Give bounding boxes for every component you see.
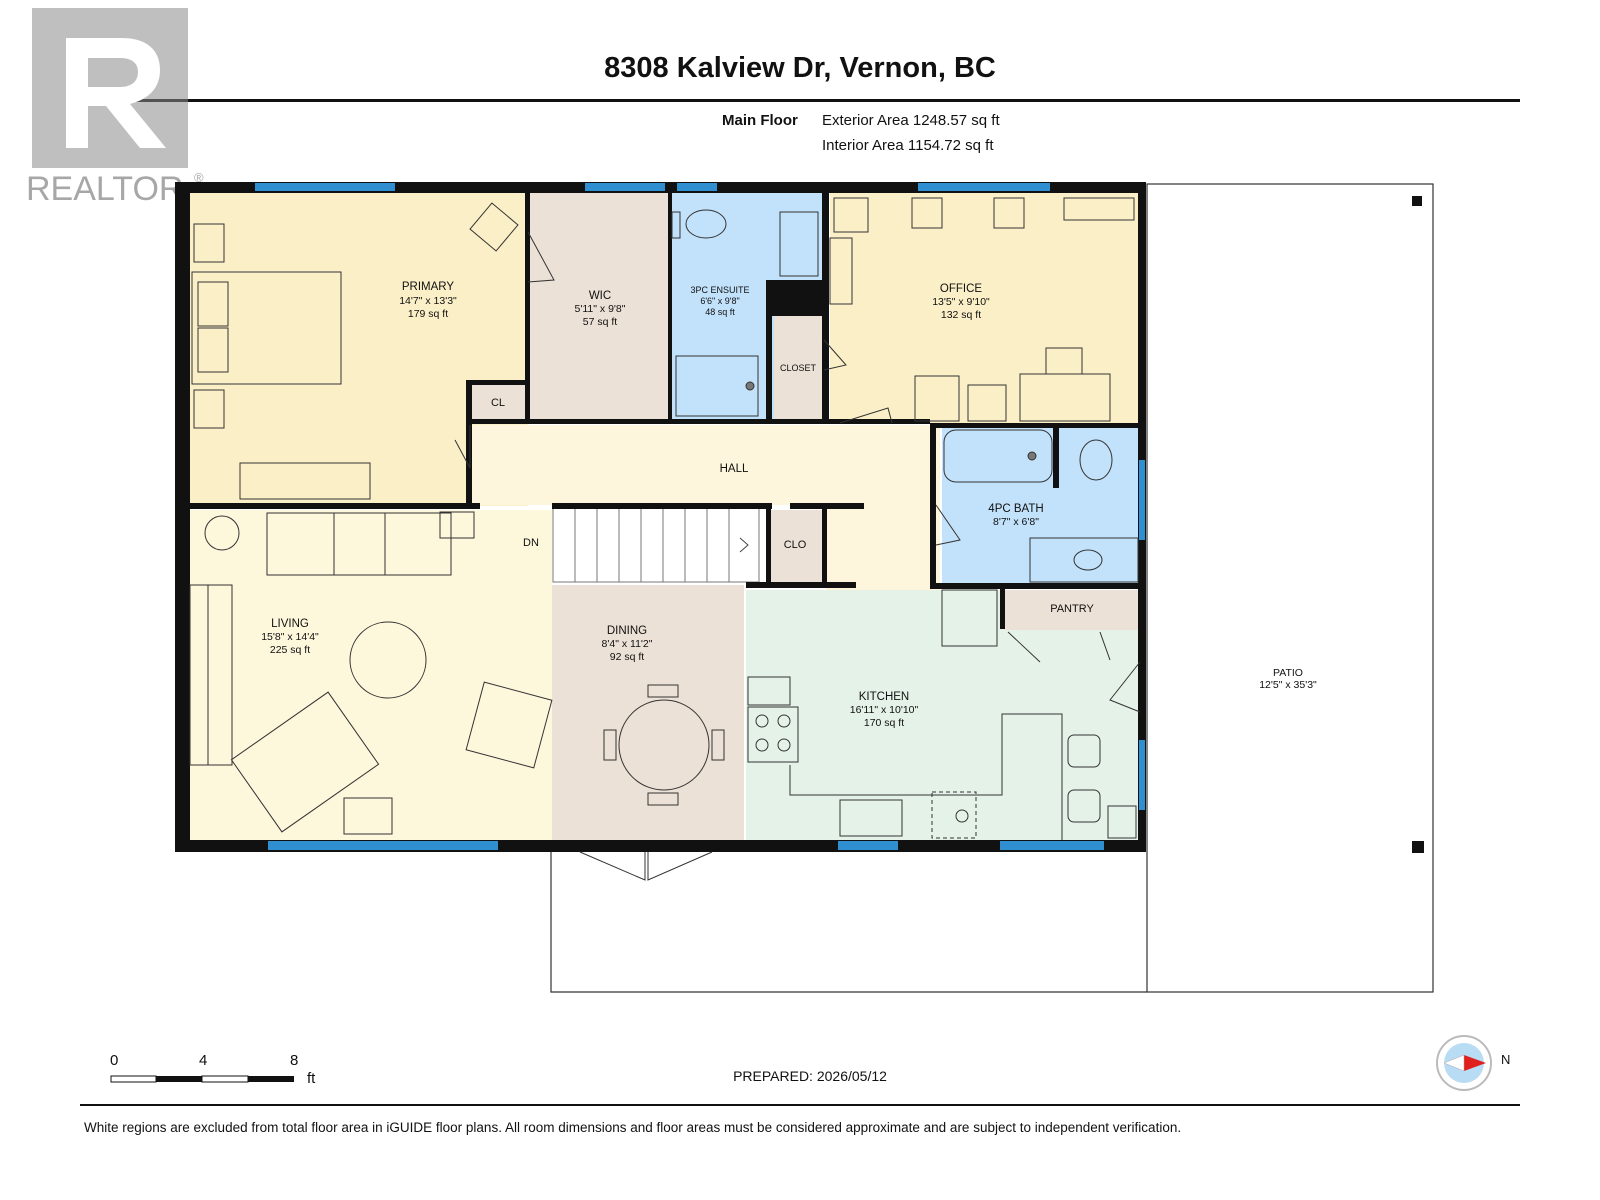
svg-text:132 sq ft: 132 sq ft bbox=[941, 309, 981, 321]
scale-bar bbox=[110, 1075, 294, 1083]
scale-tick-8: 8 bbox=[290, 1052, 299, 1069]
interior-area: Interior Area 1154.72 sq ft bbox=[822, 137, 994, 154]
hall-floor bbox=[472, 425, 940, 505]
footer-divider bbox=[80, 1104, 1520, 1106]
scale-tick-0: 0 bbox=[110, 1052, 119, 1069]
patio-area bbox=[550, 183, 1434, 993]
svg-text:PATIO: PATIO bbox=[1273, 667, 1303, 679]
room-cl-label: CL bbox=[491, 397, 505, 409]
svg-text:12'5" x 35'3": 12'5" x 35'3" bbox=[1259, 679, 1317, 691]
svg-text:16'11" x 10'10": 16'11" x 10'10" bbox=[850, 704, 919, 716]
svg-text:170 sq ft: 170 sq ft bbox=[864, 717, 904, 729]
office-furniture bbox=[829, 197, 1135, 422]
svg-text:179 sq ft: 179 sq ft bbox=[408, 308, 448, 320]
svg-text:6'6" x 9'8": 6'6" x 9'8" bbox=[700, 296, 739, 306]
svg-text:15'8" x 14'4": 15'8" x 14'4" bbox=[261, 631, 319, 643]
svg-text:LIVING: LIVING bbox=[271, 618, 309, 630]
svg-text:225 sq ft: 225 sq ft bbox=[270, 644, 310, 656]
compass-icon bbox=[1436, 1035, 1492, 1091]
room-ensuite-label: 3PC ENSUITE 6'6" x 9'8" 48 sq ft bbox=[690, 285, 749, 317]
hall-floor-2 bbox=[826, 505, 940, 590]
page-title: 8308 Kalview Dr, Vernon, BC bbox=[604, 52, 996, 84]
room-clo-label: CLO bbox=[784, 539, 807, 551]
kitchen-furniture bbox=[747, 589, 1137, 840]
living-floor bbox=[190, 510, 552, 840]
svg-text:4PC BATH: 4PC BATH bbox=[988, 503, 1043, 515]
svg-text:DINING: DINING bbox=[607, 625, 647, 637]
svg-text:14'7" x 13'3": 14'7" x 13'3" bbox=[399, 295, 457, 307]
primary-furniture bbox=[191, 202, 519, 500]
svg-text:OFFICE: OFFICE bbox=[940, 283, 982, 295]
svg-text:13'5" x 9'10": 13'5" x 9'10" bbox=[932, 296, 990, 308]
room-hall-label: HALL bbox=[720, 463, 749, 475]
room-pantry-label: PANTRY bbox=[1050, 603, 1094, 615]
wic-floor bbox=[530, 193, 670, 423]
room-office-label: OFFICE 13'5" x 9'10" 132 sq ft bbox=[932, 283, 990, 321]
clo-floor bbox=[770, 510, 822, 585]
realtor-wordmark: REALTOR bbox=[26, 170, 183, 208]
disclaimer-text: White regions are excluded from total fl… bbox=[84, 1120, 1182, 1135]
doors bbox=[454, 231, 1141, 881]
stairs bbox=[552, 507, 760, 583]
svg-text:48 sq ft: 48 sq ft bbox=[705, 307, 735, 317]
bath-floor bbox=[942, 428, 1140, 585]
svg-text:57 sq ft: 57 sq ft bbox=[583, 316, 618, 328]
exterior-area: Exterior Area 1248.57 sq ft bbox=[822, 112, 1000, 129]
stairs-down-label: DN bbox=[523, 537, 539, 549]
scale-tick-4: 4 bbox=[199, 1052, 208, 1069]
svg-text:KITCHEN: KITCHEN bbox=[859, 691, 909, 703]
cl-floor bbox=[472, 385, 528, 423]
room-bath-label: 4PC BATH 8'7" x 6'8" bbox=[988, 503, 1043, 528]
room-wic-label: WIC 5'11" x 9'8" 57 sq ft bbox=[575, 290, 626, 328]
office-floor bbox=[830, 193, 1140, 423]
room-closet-label: CLOSET bbox=[780, 363, 817, 373]
svg-text:PRIMARY: PRIMARY bbox=[402, 281, 455, 293]
room-dining-label: DINING 8'4" x 11'2" 92 sq ft bbox=[602, 625, 653, 663]
svg-text:8'7" x 6'8": 8'7" x 6'8" bbox=[993, 516, 1039, 528]
header-divider bbox=[80, 99, 1520, 102]
floor-label: Main Floor bbox=[722, 112, 798, 129]
living-furniture bbox=[189, 511, 553, 835]
registered-mark: ® bbox=[194, 170, 204, 185]
scale-unit: ft bbox=[307, 1070, 316, 1087]
closet-floor bbox=[774, 316, 822, 423]
svg-text:8'4" x 11'2": 8'4" x 11'2" bbox=[602, 638, 653, 650]
svg-text:92 sq ft: 92 sq ft bbox=[610, 651, 645, 663]
dining-furniture bbox=[603, 684, 725, 806]
compass-north-label: N bbox=[1501, 1052, 1511, 1067]
room-patio-label: PATIO 12'5" x 35'3" bbox=[1259, 667, 1317, 691]
room-kitchen-label: KITCHEN 16'11" x 10'10" 170 sq ft bbox=[850, 691, 919, 729]
room-living-label: LIVING 15'8" x 14'4" 225 sq ft bbox=[261, 618, 319, 656]
kitchen-floor bbox=[746, 590, 1140, 840]
ensuite-fixtures bbox=[671, 209, 819, 417]
prepared-date: PREPARED: 2026/05/12 bbox=[733, 1068, 887, 1084]
pantry-floor bbox=[1003, 590, 1140, 630]
realtor-logo: REALTOR ® bbox=[26, 8, 204, 208]
bath-fixtures bbox=[943, 429, 1139, 583]
svg-text:3PC ENSUITE: 3PC ENSUITE bbox=[690, 285, 749, 295]
svg-text:WIC: WIC bbox=[589, 290, 611, 302]
windows bbox=[255, 183, 1145, 850]
svg-text:5'11" x 9'8": 5'11" x 9'8" bbox=[575, 303, 626, 315]
room-primary-label: PRIMARY 14'7" x 13'3" 179 sq ft bbox=[399, 281, 457, 320]
